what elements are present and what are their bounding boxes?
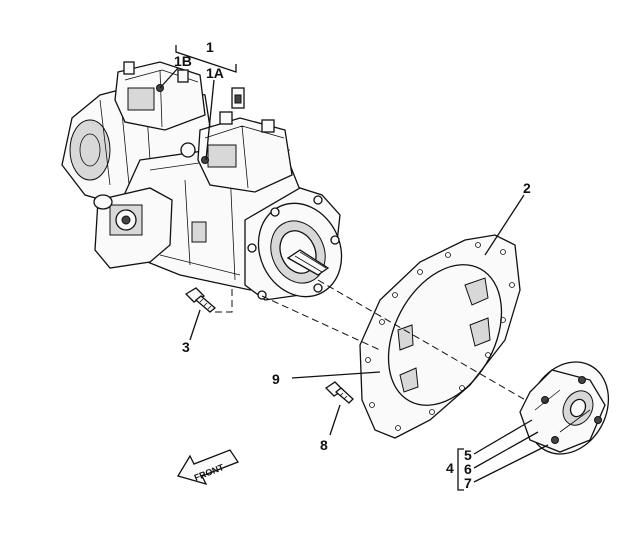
bracket-part-1 — [175, 45, 237, 73]
flexible-coupling-parts-5-6-7 — [519, 361, 610, 455]
leader-8 — [329, 404, 341, 436]
callout-1B: 1B — [174, 53, 192, 69]
leader-6 — [473, 431, 539, 469]
coupling-housing-part-2 — [359, 234, 521, 439]
hydraulic-pump-assembly — [61, 61, 343, 301]
leader-5 — [473, 419, 533, 455]
callout-3: 3 — [182, 339, 190, 355]
center-line-lower — [261, 295, 381, 351]
callout-8: 8 — [320, 437, 328, 453]
leader-bolt-3-dashed — [215, 285, 233, 313]
callout-2: 2 — [523, 180, 531, 196]
leader-1A — [205, 79, 215, 161]
bracket-part-4 — [457, 448, 464, 491]
callout-numbers: 1 1B 1A 2 3 9 8 4 5 6 7 — [174, 39, 531, 491]
callout-5: 5 — [464, 447, 472, 463]
front-direction-arrow: FRONT — [177, 449, 239, 486]
leader-1B — [159, 67, 179, 89]
center-line-upper — [317, 279, 561, 421]
callout-6: 6 — [464, 461, 472, 477]
callout-7: 7 — [464, 475, 472, 491]
callout-1A: 1A — [206, 65, 224, 81]
callout-4: 4 — [446, 460, 454, 476]
leader-7 — [473, 444, 549, 483]
callout-1: 1 — [206, 39, 214, 55]
leader-2 — [484, 194, 525, 256]
leader-3 — [189, 309, 201, 341]
leader-lines — [159, 45, 549, 491]
housing-bolts — [365, 242, 515, 431]
bolt-part-8 — [324, 381, 354, 404]
leader-9 — [291, 371, 381, 379]
bolt-part-3 — [184, 287, 217, 313]
callout-9: 9 — [272, 371, 280, 387]
